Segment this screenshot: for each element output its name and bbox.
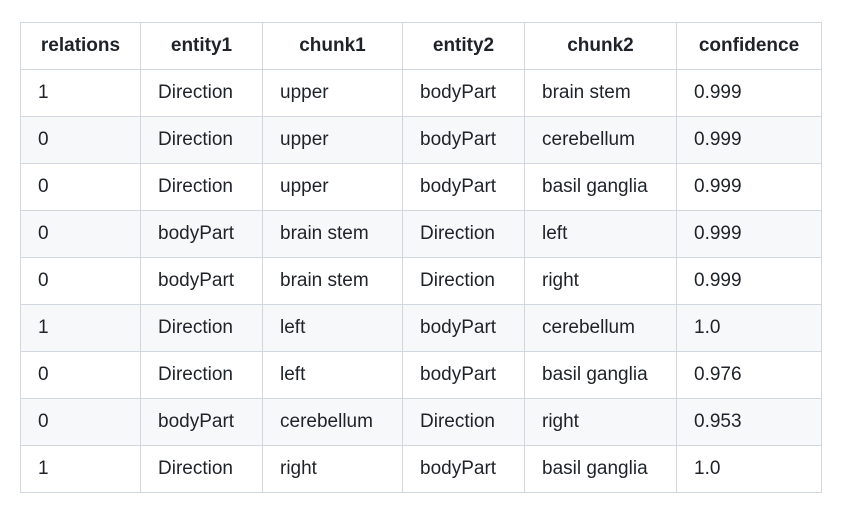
cell-entity1: Direction	[140, 69, 263, 117]
cell-confidence: 0.999	[676, 257, 822, 305]
table-row: 0 Direction upper bodyPart cerebellum 0.…	[20, 116, 822, 164]
cell-entity1: Direction	[140, 116, 263, 164]
cell-chunk2: basil ganglia	[524, 163, 677, 211]
cell-relations: 0	[20, 257, 141, 305]
cell-chunk2: cerebellum	[524, 116, 677, 164]
cell-chunk1: brain stem	[262, 257, 403, 305]
cell-chunk1: right	[262, 445, 403, 493]
cell-entity1: bodyPart	[140, 257, 263, 305]
cell-confidence: 0.953	[676, 398, 822, 446]
table-row: 0 bodyPart brain stem Direction right 0.…	[20, 257, 822, 305]
cell-entity2: bodyPart	[402, 163, 525, 211]
cell-relations: 1	[20, 69, 141, 117]
cell-chunk1: left	[262, 351, 403, 399]
cell-confidence: 0.999	[676, 210, 822, 258]
cell-entity2: bodyPart	[402, 69, 525, 117]
cell-chunk1: left	[262, 304, 403, 352]
cell-confidence: 1.0	[676, 304, 822, 352]
cell-chunk2: left	[524, 210, 677, 258]
table-row: 1 Direction upper bodyPart brain stem 0.…	[20, 69, 822, 117]
column-header-chunk2: chunk2	[524, 22, 677, 70]
cell-entity1: Direction	[140, 351, 263, 399]
cell-entity1: Direction	[140, 445, 263, 493]
cell-confidence: 1.0	[676, 445, 822, 493]
cell-confidence: 0.999	[676, 69, 822, 117]
table-row: 1 Direction left bodyPart cerebellum 1.0	[20, 304, 822, 352]
table-row: 0 bodyPart brain stem Direction left 0.9…	[20, 210, 822, 258]
table-row: 0 Direction left bodyPart basil ganglia …	[20, 351, 822, 399]
cell-entity2: Direction	[402, 257, 525, 305]
column-header-entity2: entity2	[402, 22, 525, 70]
column-header-relations: relations	[20, 22, 141, 70]
cell-chunk1: upper	[262, 116, 403, 164]
cell-entity1: bodyPart	[140, 210, 263, 258]
column-header-entity1: entity1	[140, 22, 263, 70]
cell-chunk2: cerebellum	[524, 304, 677, 352]
cell-chunk1: cerebellum	[262, 398, 403, 446]
cell-entity2: bodyPart	[402, 116, 525, 164]
cell-relations: 0	[20, 210, 141, 258]
cell-chunk2: right	[524, 398, 677, 446]
table-body: 1 Direction upper bodyPart brain stem 0.…	[20, 69, 822, 493]
cell-entity2: bodyPart	[402, 445, 525, 493]
relations-table: relations entity1 chunk1 entity2 chunk2 …	[20, 22, 822, 493]
table-header: relations entity1 chunk1 entity2 chunk2 …	[20, 22, 822, 70]
cell-chunk2: right	[524, 257, 677, 305]
cell-relations: 0	[20, 351, 141, 399]
cell-relations: 0	[20, 163, 141, 211]
table-row: 0 Direction upper bodyPart basil ganglia…	[20, 163, 822, 211]
cell-relations: 1	[20, 304, 141, 352]
header-row: relations entity1 chunk1 entity2 chunk2 …	[20, 22, 822, 70]
cell-chunk2: basil ganglia	[524, 445, 677, 493]
cell-entity1: bodyPart	[140, 398, 263, 446]
cell-confidence: 0.976	[676, 351, 822, 399]
cell-relations: 1	[20, 445, 141, 493]
cell-entity1: Direction	[140, 163, 263, 211]
cell-entity2: Direction	[402, 210, 525, 258]
cell-entity2: bodyPart	[402, 304, 525, 352]
cell-chunk1: upper	[262, 69, 403, 117]
cell-relations: 0	[20, 398, 141, 446]
cell-entity2: bodyPart	[402, 351, 525, 399]
cell-chunk1: brain stem	[262, 210, 403, 258]
column-header-chunk1: chunk1	[262, 22, 403, 70]
cell-entity1: Direction	[140, 304, 263, 352]
cell-relations: 0	[20, 116, 141, 164]
cell-confidence: 0.999	[676, 163, 822, 211]
table-row: 0 bodyPart cerebellum Direction right 0.…	[20, 398, 822, 446]
column-header-confidence: confidence	[676, 22, 822, 70]
cell-chunk2: basil ganglia	[524, 351, 677, 399]
cell-chunk2: brain stem	[524, 69, 677, 117]
table-row: 1 Direction right bodyPart basil ganglia…	[20, 445, 822, 493]
cell-chunk1: upper	[262, 163, 403, 211]
cell-entity2: Direction	[402, 398, 525, 446]
cell-confidence: 0.999	[676, 116, 822, 164]
